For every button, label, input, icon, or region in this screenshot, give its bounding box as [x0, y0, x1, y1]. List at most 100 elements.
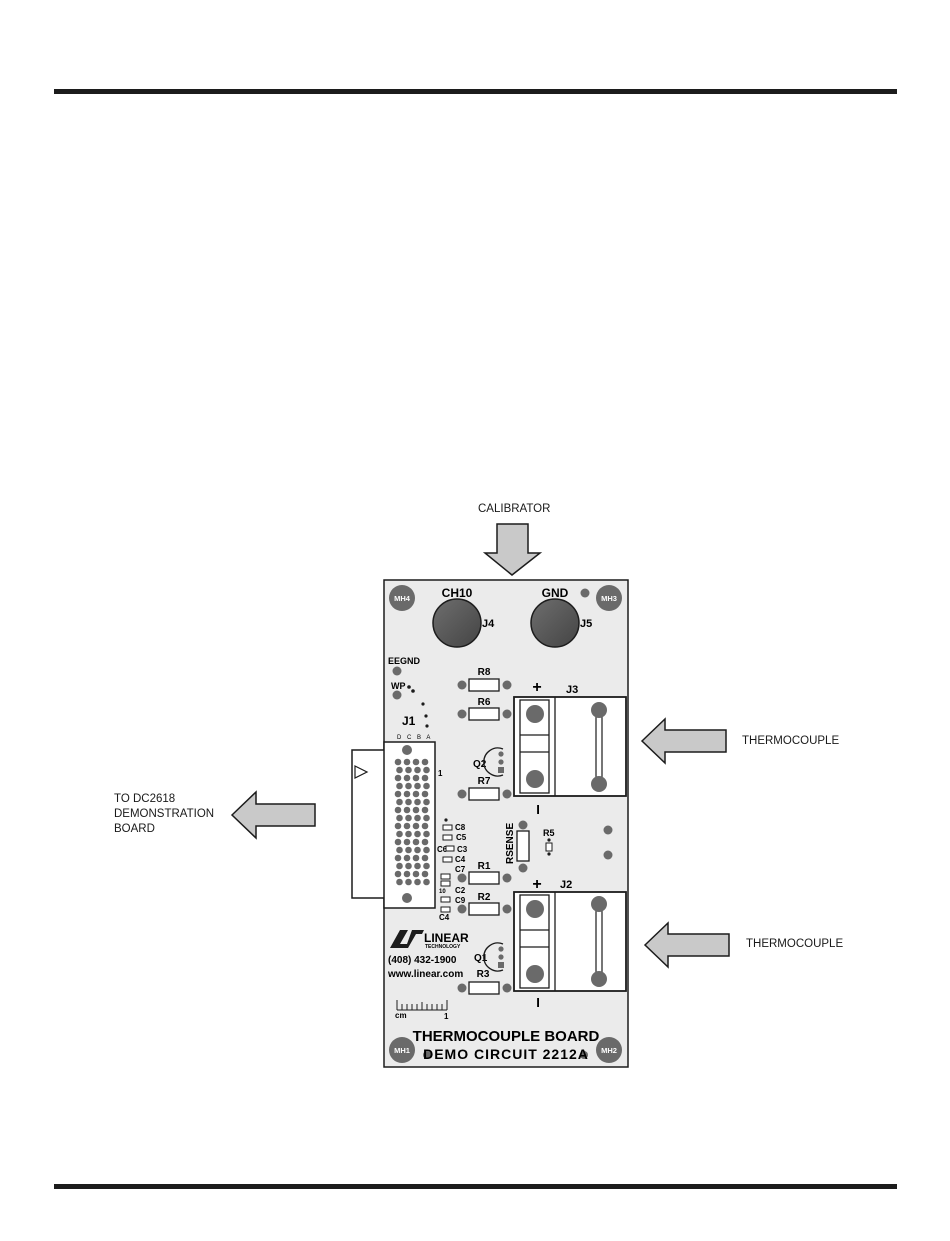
logo-brand: LINEAR — [424, 931, 469, 945]
j1-pin — [396, 783, 403, 790]
j1-pin — [422, 839, 429, 846]
j2-minus: I — [536, 995, 540, 1010]
j1-pin — [423, 767, 430, 774]
j2-plus: + — [532, 876, 541, 893]
logo-phone: (408) 432-1900 — [388, 955, 457, 966]
q1-label: Q1 — [474, 953, 488, 964]
via-dot — [604, 826, 613, 835]
to-dc2618-label: TO DC2618 DEMONSTRATION BOARD — [114, 792, 214, 837]
j1-pin — [396, 863, 403, 870]
j1-pin — [396, 847, 403, 854]
calibrator-label: CALIBRATOR — [478, 502, 550, 517]
j1-pin — [404, 871, 411, 878]
j1-pin — [395, 759, 402, 766]
logo-sub: TECHNOLOGY — [425, 944, 461, 950]
j3-ref: J3 — [566, 684, 578, 696]
j1-pin — [413, 823, 420, 830]
c8-label: C8 — [455, 823, 466, 832]
j1-pin — [405, 767, 412, 774]
calibrator-text: CALIBRATOR — [478, 502, 550, 517]
r7-label: R7 — [478, 776, 491, 787]
mh1-label: MH1 — [394, 1046, 410, 1055]
via-dot — [581, 589, 590, 598]
c9-label: C9 — [455, 896, 466, 905]
j1-pin — [405, 815, 412, 822]
j1-pin — [414, 815, 421, 822]
c2-label: C2 — [455, 886, 466, 895]
j1-housing — [352, 750, 385, 898]
j1-pin — [414, 783, 421, 790]
to-dc2618-line3: BOARD — [114, 822, 214, 837]
j1-pin — [404, 791, 411, 798]
wp-label: WP — [391, 681, 406, 691]
j1-pin — [404, 823, 411, 830]
thermocouple-bottom-arrow — [645, 923, 729, 967]
via-dot — [421, 702, 424, 705]
j1-pin — [405, 799, 412, 806]
r6-label: R6 — [478, 697, 491, 708]
to-dc2618-arrow — [232, 792, 315, 838]
board-title-line1: THERMOCOUPLE BOARD — [413, 1028, 600, 1045]
via-dot — [424, 714, 427, 717]
mounting-hole-mh4: MH4 — [389, 585, 415, 611]
j1-ref: J1 — [402, 714, 416, 728]
mounting-hole-mh2: MH2 — [596, 1037, 622, 1063]
j1-pin1-label: 1 — [438, 769, 443, 778]
j3-minus: I — [536, 802, 540, 817]
j1-pin — [414, 863, 421, 870]
j1-pin — [413, 807, 420, 814]
j1-pin — [395, 775, 402, 782]
via-dot — [604, 851, 613, 860]
j1-pin — [422, 791, 429, 798]
j1-pin — [413, 839, 420, 846]
connector-j1: J1 D C B A 1 — [352, 714, 443, 908]
r5-label: R5 — [543, 828, 555, 838]
j1-pin — [405, 879, 412, 886]
j1-pin — [413, 775, 420, 782]
wp-pad — [393, 691, 402, 700]
j1-mount-hole — [402, 893, 412, 903]
j1-pin — [422, 775, 429, 782]
j1-pin — [395, 807, 402, 814]
j1-pin — [423, 799, 430, 806]
j1-pin — [395, 839, 402, 846]
c5-label: C5 — [456, 833, 467, 842]
rsense-label: RSENSE — [505, 823, 516, 864]
thermocouple-connector-j3: + J3 I — [514, 679, 626, 817]
j1-pin — [414, 767, 421, 774]
j1-pin — [414, 799, 421, 806]
j1-pin — [422, 759, 429, 766]
mounting-hole-mh1: MH1 — [389, 1037, 415, 1063]
j1-pin — [423, 831, 430, 838]
j1-pin — [422, 855, 429, 862]
thermocouple-top-arrow — [642, 719, 726, 763]
ch10-label: CH10 — [442, 586, 473, 600]
j1-pin — [413, 759, 420, 766]
r8-label: R8 — [478, 667, 491, 678]
c4-label: C4 — [455, 855, 466, 864]
j1-pin — [423, 783, 430, 790]
j1-pin — [405, 831, 412, 838]
j1-pin — [396, 879, 403, 886]
j1-pin — [405, 847, 412, 854]
thermocouple-connector-j2: + J2 I — [514, 876, 626, 1010]
via-dot — [425, 724, 428, 727]
to-dc2618-line2: DEMONSTRATION — [114, 807, 214, 822]
eegnd-pad — [393, 667, 402, 676]
r3-label: R3 — [477, 969, 490, 980]
j1-pin — [423, 847, 430, 854]
j4-ref: J4 — [482, 618, 495, 630]
c10-label: 10 — [439, 889, 446, 895]
gnd-label: GND — [542, 586, 569, 600]
j1-pin — [395, 855, 402, 862]
to-dc2618-line1: TO DC2618 — [114, 792, 214, 807]
calibrator-arrow — [485, 524, 540, 575]
j1-pin — [422, 823, 429, 830]
mh2-label: MH2 — [601, 1046, 617, 1055]
mh4-label: MH4 — [394, 594, 411, 603]
j1-pin — [396, 767, 403, 774]
j1-pin — [414, 879, 421, 886]
j1-pin — [414, 847, 421, 854]
r2-label: R2 — [478, 892, 491, 903]
scale-unit: cm — [395, 1011, 407, 1020]
